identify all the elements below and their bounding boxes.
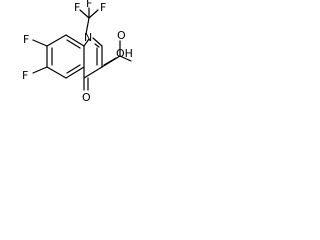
bond-right-ring-2: [92, 37, 103, 47]
bond-left-ring-1: [46, 34, 67, 47]
atom-o-acid: O: [117, 29, 126, 42]
bond-acid-oh: [119, 55, 132, 62]
bond-left-ring-3: [46, 66, 67, 79]
bond-cf3-f-right: [88, 9, 99, 19]
structure-svg: F F F N F F O O OH: [22, 0, 133, 104]
bond-right-ring-1: [83, 38, 90, 47]
bond-acid-double-a: [103, 57, 117, 66]
atom-o-keto: O: [82, 91, 91, 104]
bond-left-ring-double-c: [66, 39, 81, 49]
atom-n-ring: N: [84, 31, 92, 44]
bond-cf3-f-left: [79, 9, 90, 19]
bond-f-upper: [32, 39, 48, 47]
atom-f-top-right: F: [100, 1, 106, 14]
bond-left-ring-4: [65, 66, 85, 79]
atom-oh-acid: OH: [116, 47, 133, 60]
bond-right-ring-double-a: [94, 43, 100, 48]
bond-left-ring-double-b: [66, 64, 81, 74]
atom-labels: F F F N F F O O OH: [22, 0, 133, 104]
atom-f-top-mid: F: [86, 0, 92, 10]
molecule-diagram: F F F N F F O O OH: [0, 0, 141, 112]
bonds: [32, 7, 132, 91]
bond-n-cf3: [85, 17, 90, 35]
bond-right-ring-4: [83, 66, 103, 79]
bond-left-ring-6: [65, 34, 85, 47]
atom-f-ring-upper: F: [23, 33, 29, 46]
atom-f-ring-lower: F: [22, 69, 28, 82]
atom-f-top-left: F: [74, 1, 80, 14]
bond-f-lower: [32, 66, 48, 74]
